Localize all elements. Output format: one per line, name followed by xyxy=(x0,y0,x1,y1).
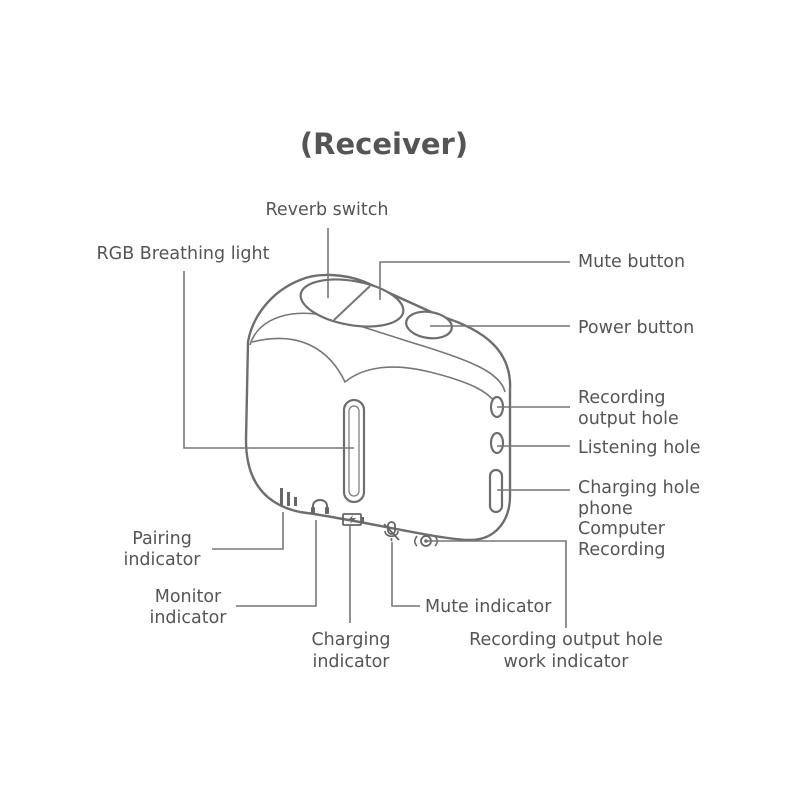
rgb-light-leader xyxy=(183,271,354,449)
label-pairing-indicator-1: Pairing xyxy=(132,529,192,549)
signal-bars-icon xyxy=(280,488,297,506)
rgb-breathing-light xyxy=(342,398,366,504)
listening-hole[interactable] xyxy=(489,431,505,455)
leader-lines xyxy=(183,228,570,628)
mute-button-leader xyxy=(379,261,570,300)
recording-work-indicator-leader xyxy=(426,540,567,628)
label-charging-hole-1: Charging hole xyxy=(578,478,700,498)
muted-mic-icon xyxy=(383,521,400,541)
label-charging-hole-3: Computer xyxy=(578,519,666,539)
monitor-indicator-leader xyxy=(236,520,317,607)
pairing-indicator-leader xyxy=(212,512,284,550)
label-listening-hole: Listening hole xyxy=(578,438,701,458)
label-recording-work-indicator-1: Recording output hole xyxy=(469,630,663,650)
label-mute-indicator: Mute indicator xyxy=(425,597,552,617)
label-charging-hole-4: Recording xyxy=(578,540,666,560)
label-power-button: Power button xyxy=(578,318,694,338)
label-charging-hole-2: phone xyxy=(578,499,633,519)
battery-charging-icon xyxy=(342,513,364,526)
headphones-icon xyxy=(311,499,329,514)
label-recording-output-hole-1: Recording xyxy=(578,388,666,408)
mute-indicator-leader xyxy=(391,542,420,607)
label-charging-indicator-2: indicator xyxy=(312,652,390,672)
diagram-title: (Receiver) xyxy=(300,127,468,161)
label-mute-button: Mute button xyxy=(578,252,685,272)
label-charging-indicator-1: Charging xyxy=(311,630,390,650)
receiver-device xyxy=(244,272,512,547)
power-button[interactable] xyxy=(404,309,453,341)
labels: Reverb switch RGB Breathing light Mute b… xyxy=(97,200,701,672)
label-recording-work-indicator-2: work indicator xyxy=(504,652,630,672)
device-front-arch xyxy=(251,337,501,411)
reverb-switch[interactable] xyxy=(297,272,407,333)
device-top-rim xyxy=(249,312,506,393)
label-recording-output-hole-2: output hole xyxy=(578,409,679,429)
label-monitor-indicator-2: indicator xyxy=(149,608,227,628)
label-pairing-indicator-2: indicator xyxy=(123,550,201,570)
label-rgb-light: RGB Breathing light xyxy=(97,244,270,264)
charging-hole[interactable] xyxy=(488,468,504,514)
label-monitor-indicator-1: Monitor xyxy=(155,587,222,607)
label-reverb-switch: Reverb switch xyxy=(266,200,389,220)
